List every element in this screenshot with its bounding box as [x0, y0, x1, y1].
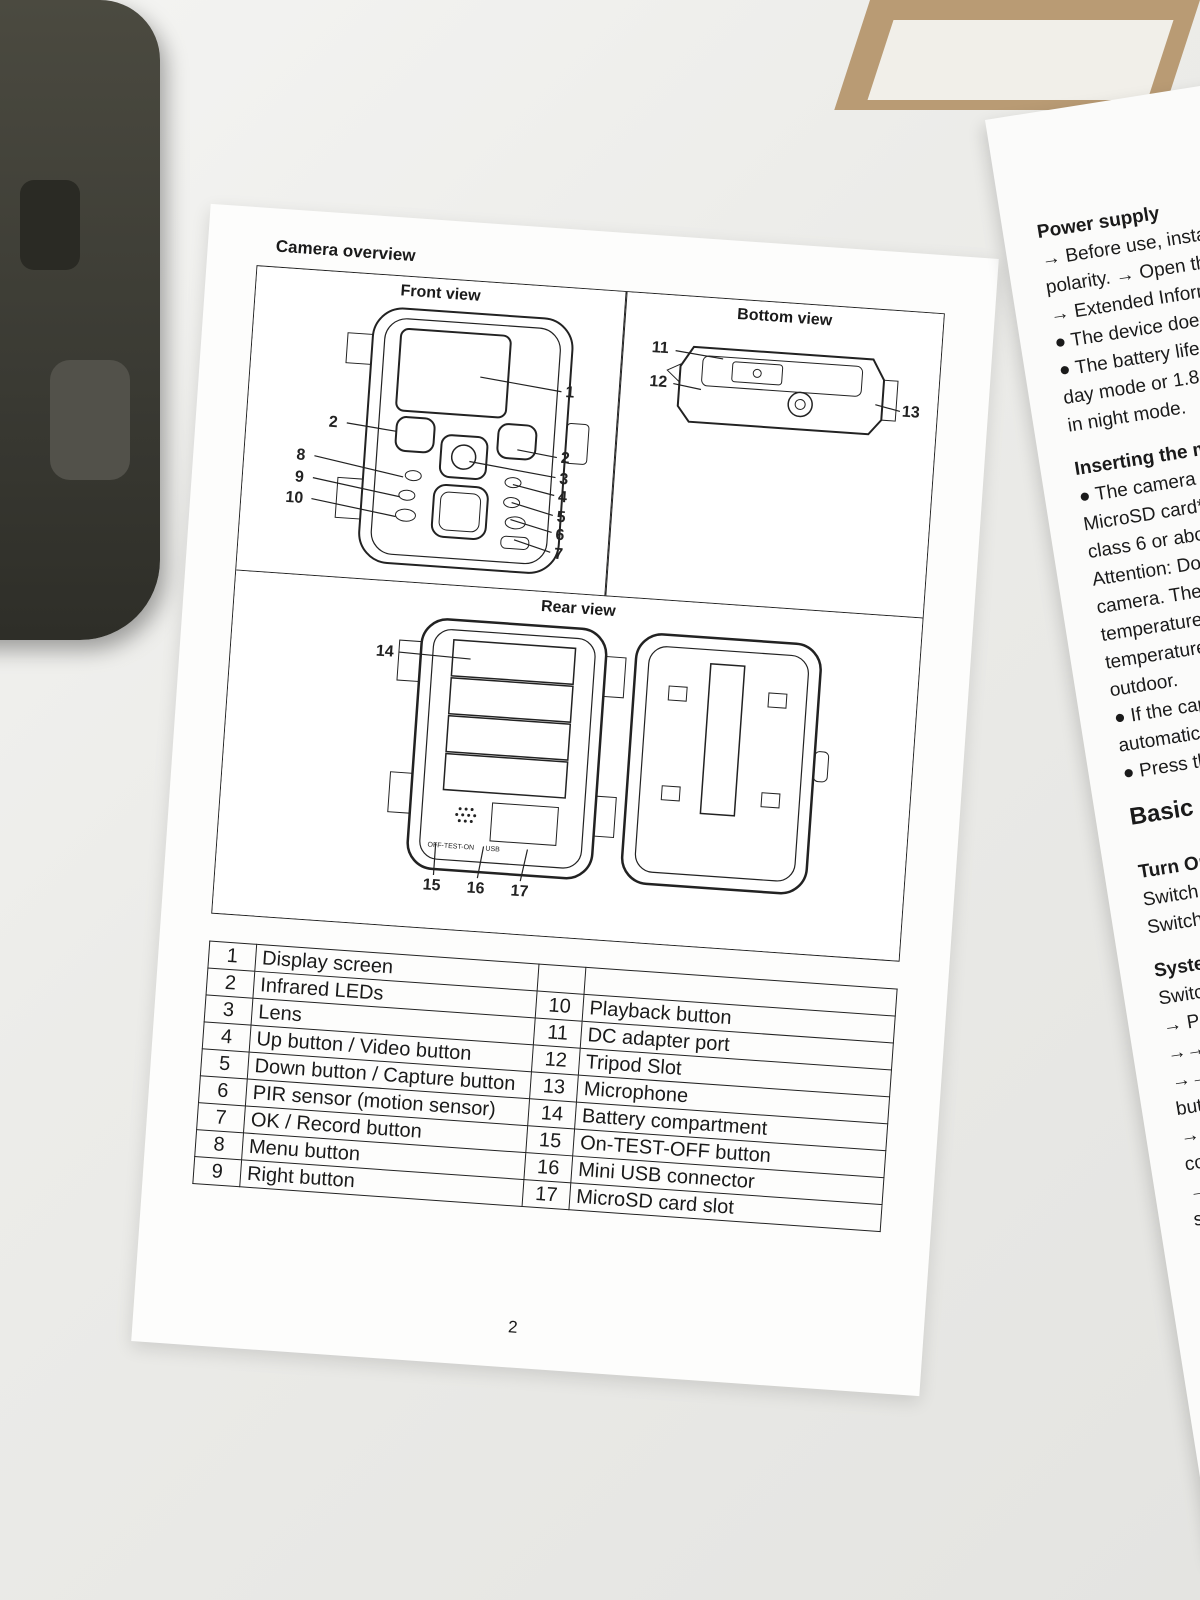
part-number: 13 [529, 1071, 579, 1103]
front-view-panel: Front view [236, 266, 627, 597]
front-callout-5: 5 [556, 509, 566, 527]
bottom-view-drawing: 11 12 13 [649, 339, 920, 436]
part-number: 11 [533, 1017, 583, 1049]
right-page-heading: System Setup [1152, 941, 1200, 982]
front-callout-9: 9 [294, 468, 304, 486]
front-callout-2-left: 2 [328, 414, 338, 432]
bottom-callout-12: 12 [649, 373, 668, 391]
bottom-view-panel: Bottom view 11 12 13 [605, 292, 944, 619]
diagram-grid: Front view [211, 265, 945, 962]
rear-callout-16: 16 [466, 879, 485, 897]
front-callout-1: 1 [565, 384, 575, 402]
rear-view-panel: Rear view OFF-TEST-ON USB [212, 570, 923, 961]
part-number: 10 [535, 991, 584, 1022]
part-number: 16 [523, 1152, 573, 1183]
bottom-callout-11: 11 [651, 339, 669, 357]
part-number: 8 [194, 1129, 244, 1160]
bottom-callout-13: 13 [901, 404, 920, 422]
front-callout-10: 10 [285, 489, 304, 507]
rear-view-drawing: OFF-TEST-ON USB [375, 618, 830, 901]
front-callout-3: 3 [559, 471, 569, 489]
rear-switch-label: OFF-TEST-ON [427, 842, 474, 852]
rear-callout-14: 14 [375, 642, 394, 660]
rear-callout-17: 17 [510, 882, 529, 900]
section-title: Camera overview [275, 236, 417, 266]
camera-strap-clip [20, 180, 80, 270]
part-number [537, 964, 586, 995]
rear-callout-15: 15 [422, 876, 441, 894]
part-number: 17 [522, 1179, 571, 1210]
part-number: 2 [206, 968, 255, 999]
part-number: 5 [200, 1048, 250, 1080]
part-number: 4 [202, 1021, 252, 1053]
part-number: 3 [204, 994, 253, 1026]
manual-page-left: Camera overview Front view [131, 203, 999, 1397]
trail-camera [0, 0, 160, 640]
right-page-heading: Turn On and Off the [1137, 835, 1200, 884]
part-number: 9 [192, 1156, 242, 1187]
front-callout-4: 4 [558, 489, 568, 507]
front-callout-7: 7 [554, 546, 564, 564]
part-number: 12 [531, 1044, 581, 1076]
part-number: 1 [207, 941, 257, 972]
front-callout-2-right: 2 [560, 450, 570, 468]
part-number: 14 [527, 1098, 577, 1129]
front-callout-8: 8 [296, 446, 306, 464]
box-insert [867, 20, 1174, 100]
page-number: 2 [507, 1317, 519, 1337]
front-callout-6: 6 [555, 527, 565, 545]
front-view-drawing: 1 2 2 3 4 5 6 7 8 9 10 [285, 307, 590, 574]
part-number: 6 [198, 1075, 248, 1106]
camera-latch [50, 360, 130, 480]
part-number: 15 [525, 1125, 575, 1156]
rear-usb-label: USB [485, 846, 500, 854]
part-number: 7 [196, 1102, 246, 1133]
